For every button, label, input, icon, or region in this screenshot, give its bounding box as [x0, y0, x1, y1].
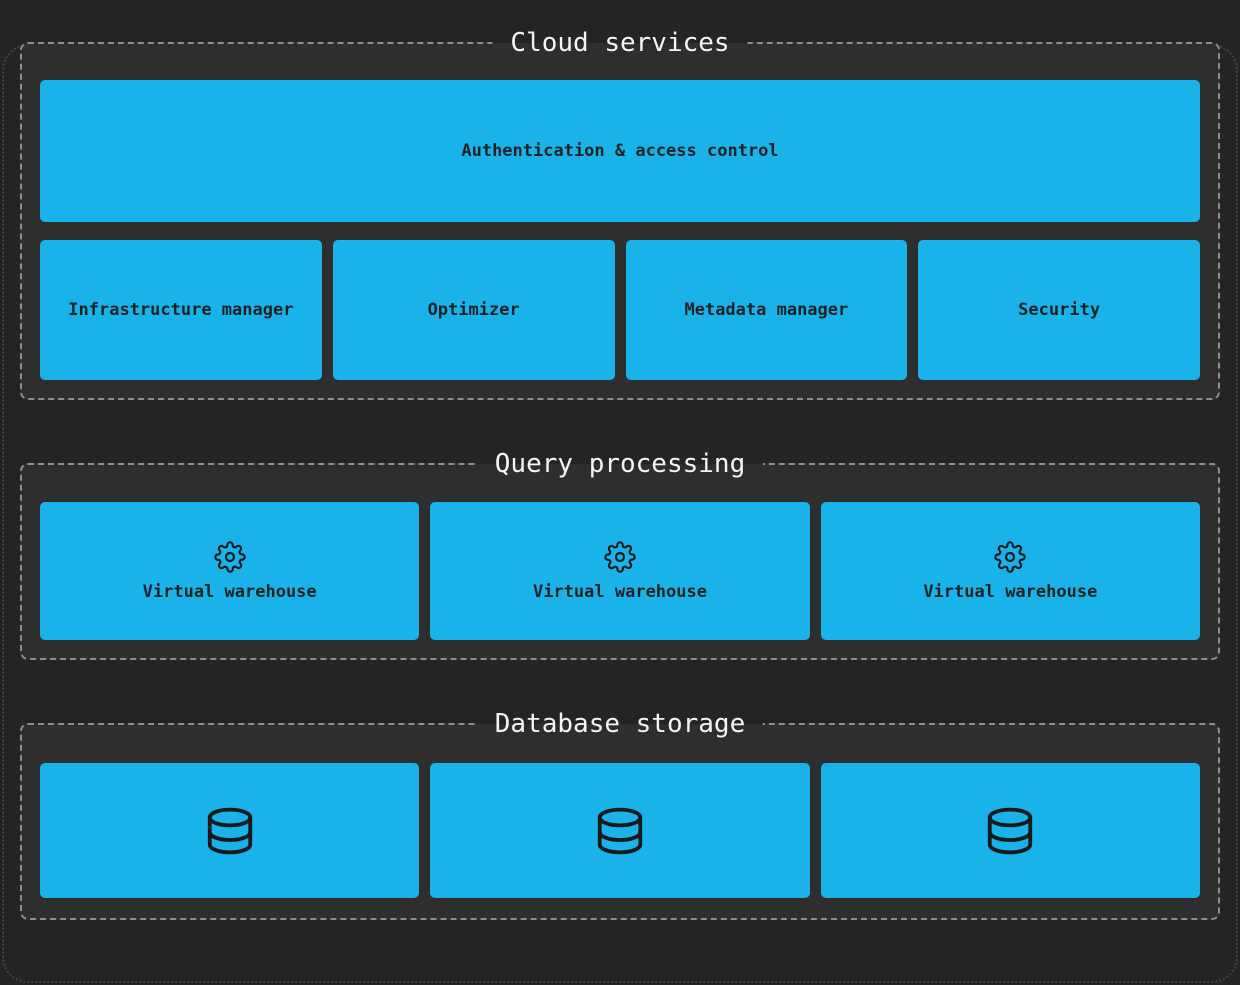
section-title-database-storage: Database storage	[476, 707, 764, 741]
database-icon	[207, 807, 252, 854]
section-database-storage: Database storage	[20, 707, 1220, 920]
node-label: Optimizer	[427, 300, 520, 320]
node-infrastructure-manager: Infrastructure manager	[40, 240, 322, 380]
node-virtual-warehouse-1: Virtual warehouse	[40, 502, 420, 640]
node-security: Security	[918, 240, 1200, 380]
node-label: Security	[1018, 300, 1101, 320]
gear-icon	[213, 540, 246, 573]
gear-icon	[994, 540, 1027, 573]
node-database-3	[820, 763, 1200, 898]
node-label: Metadata manager	[684, 300, 849, 320]
gear-icon	[604, 540, 636, 573]
query-processing-row: Virtual warehouse Virtual warehouse Virt…	[40, 502, 1200, 640]
node-optimizer: Optimizer	[332, 240, 615, 380]
section-query-processing: Query processing Virtual warehouse Virtu…	[20, 447, 1220, 660]
node-label: Authentication & access control	[461, 141, 779, 161]
node-database-1	[40, 763, 420, 898]
node-virtual-warehouse-2: Virtual warehouse	[430, 502, 810, 640]
section-title-query-processing: Query processing	[476, 447, 764, 481]
node-database-2	[430, 763, 810, 898]
section-cloud-services: Cloud services Authentication & access c…	[20, 26, 1220, 400]
section-title-cloud-services: Cloud services	[492, 26, 748, 60]
database-storage-row	[40, 763, 1200, 898]
node-label: Virtual warehouse	[142, 581, 317, 602]
architecture-diagram: { "theme": { "page-bg": "#242424", "pane…	[0, 26, 1240, 985]
node-label: Infrastructure manager	[68, 300, 294, 320]
database-icon	[988, 807, 1033, 854]
node-metadata-manager: Metadata manager	[625, 240, 908, 380]
node-label: Virtual warehouse	[923, 581, 1098, 602]
cloud-services-row: Infrastructure manager Optimizer Metadat…	[40, 240, 1200, 380]
node-label: Virtual warehouse	[532, 581, 707, 602]
node-virtual-warehouse-3: Virtual warehouse	[820, 502, 1200, 640]
node-authentication-access-control: Authentication & access control	[40, 80, 1200, 222]
database-icon	[597, 807, 643, 854]
diagram-wrap: Cloud services Authentication & access c…	[0, 26, 1240, 920]
